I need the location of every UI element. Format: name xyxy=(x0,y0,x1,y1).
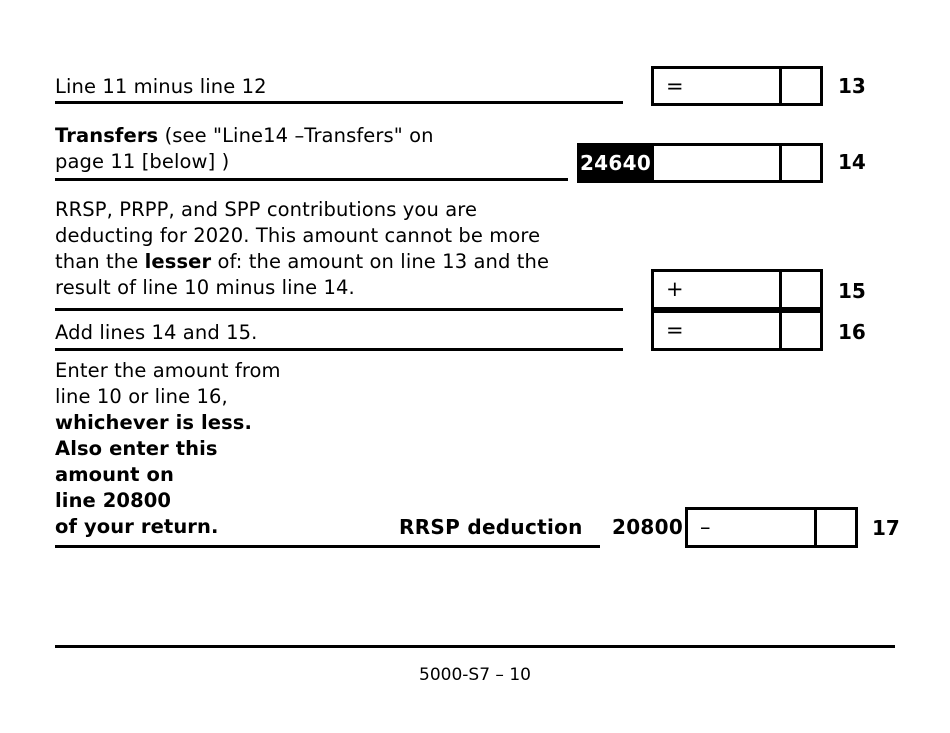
line-16-rule xyxy=(55,348,623,351)
line-14-field-code: 24640 xyxy=(577,143,654,183)
line-17-description: Enter the amount from line 10 or line 16… xyxy=(55,358,415,540)
line-14-amount-box[interactable] xyxy=(651,143,823,183)
line-16-dollars-field[interactable]: = xyxy=(654,313,779,348)
line-13-dollars-field[interactable]: = xyxy=(654,69,779,103)
line-17-dollars-field[interactable]: – xyxy=(688,510,814,545)
line-15-cents-field[interactable] xyxy=(779,272,820,307)
line-13-operator: = xyxy=(666,73,684,98)
line-13-cents-field[interactable] xyxy=(779,69,820,103)
line-17-description-part1: Enter the amount from line 10 or line 16… xyxy=(55,359,281,408)
line-15-operator: + xyxy=(666,277,684,301)
rrsp-deduction-label: RRSP deduction xyxy=(399,515,583,539)
line-number-14: 14 xyxy=(838,150,866,174)
line-14-description-bold: Transfers xyxy=(55,124,159,147)
line-15-description-bold: lesser xyxy=(144,250,212,273)
line-15-description-part1: RRSP, PRPP, and SPP contributions you ar… xyxy=(55,198,541,273)
line-number-13: 13 xyxy=(838,74,866,98)
line-13-amount-box[interactable]: = xyxy=(651,66,823,106)
line-14-dollars-field[interactable] xyxy=(654,146,779,180)
line-13-rule xyxy=(55,101,623,104)
line-14-description: Transfers (see "Line14 –Transfers" on pa… xyxy=(55,123,575,175)
line-number-15: 15 xyxy=(838,279,866,303)
footer-rule xyxy=(55,645,895,648)
line-17-cents-field[interactable] xyxy=(814,510,855,545)
line-13-description: Line 11 minus line 12 xyxy=(55,75,267,98)
line-number-16: 16 xyxy=(838,320,866,344)
line-17-operator: – xyxy=(700,515,711,539)
line-14-cents-field[interactable] xyxy=(779,146,820,180)
line-14-description-rest: (see "Line14 –Transfers" on page 11 [bel… xyxy=(55,124,434,173)
line-15-amount-box[interactable]: + xyxy=(651,269,823,310)
line-17-amount-box[interactable]: – xyxy=(685,507,858,548)
line-14-rule xyxy=(55,178,568,181)
line-17-rule xyxy=(55,545,600,548)
line-number-17: 17 xyxy=(872,516,900,540)
line-15-rule xyxy=(55,308,623,311)
line-17-field-code: 20800 xyxy=(612,515,684,539)
line-16-amount-box[interactable]: = xyxy=(651,310,823,351)
line-15-dollars-field[interactable]: + xyxy=(654,272,779,307)
line-17-description-bold: whichever is less. Also enter this amoun… xyxy=(55,411,252,538)
line-16-cents-field[interactable] xyxy=(779,313,820,348)
line-15-description-part2: of: the amount on line 13 and the result… xyxy=(55,250,550,299)
form-identifier: 5000-S7 – 10 xyxy=(419,665,531,685)
line-16-operator: = xyxy=(666,318,684,342)
line-15-description: RRSP, PRPP, and SPP contributions you ar… xyxy=(55,197,635,301)
line-16-description: Add lines 14 and 15. xyxy=(55,321,258,344)
